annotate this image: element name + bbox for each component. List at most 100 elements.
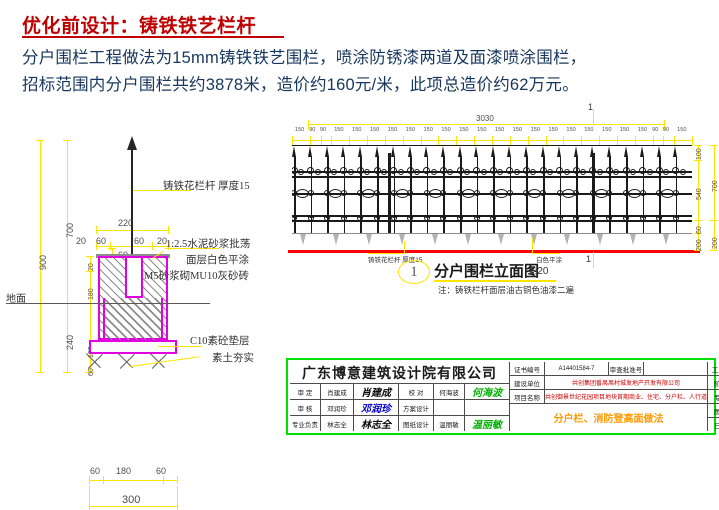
right-key: 图 号 <box>708 404 719 417</box>
dim-bottom-60b: 60 <box>156 466 167 476</box>
sign-name: 肖建成 <box>321 384 354 399</box>
fence-spike <box>507 146 512 157</box>
signature-table: 审 定 肖建成 肖建成 校 对 何海波 何海波 审 核 邓润珍 邓润珍 方案设计 <box>290 384 509 431</box>
title-block-right: 工程号 GDBY-4030A 阶 段 施 工 专 业 建 筑 图 号 J13 日… <box>708 362 719 431</box>
fence-top-rail <box>292 145 692 146</box>
dim-tick <box>402 136 404 145</box>
fence-ring-small <box>655 167 663 174</box>
dim-tick <box>710 145 718 146</box>
dim-tick <box>349 136 351 145</box>
leader-left-h <box>368 253 406 254</box>
dim-chain-segment: 150 <box>584 127 594 133</box>
dim-line-mid-elev <box>714 145 715 250</box>
fence-spike <box>606 146 611 157</box>
sign-name: 邓润珍 <box>321 400 354 415</box>
dim-tick <box>384 136 386 145</box>
sign-signature: 林志全 <box>354 416 399 431</box>
table-row: 证书编号 A14401584-7 审查批准号 <box>510 362 708 376</box>
leader-right-v <box>532 238 533 253</box>
table-row: 审 定 肖建成 肖建成 校 对 何海波 何海波 <box>290 384 509 400</box>
dim-tick <box>86 271 94 272</box>
dim-elev-700: 700 <box>712 180 719 192</box>
fence-ring-small <box>572 167 580 174</box>
pier-slot <box>125 258 143 298</box>
fence-ring-small <box>473 167 481 174</box>
fence-ring-small <box>672 167 680 174</box>
elevation-caption-note: 注：铸铁栏杆面层油古铜色油漆二遍 <box>438 285 575 295</box>
dim-tick <box>110 242 111 250</box>
detail-number-badge: 1 <box>398 260 430 284</box>
sign-name: 林志全 <box>321 416 354 431</box>
label-elev-railing: 铸铁花栏杆 厚度15 <box>368 257 423 264</box>
dim-tick <box>694 220 702 221</box>
dim-tick <box>320 136 322 145</box>
dim-tick <box>177 476 178 484</box>
dim-chain-segment: 150 <box>459 127 469 133</box>
fence-base-bracket <box>399 234 405 245</box>
leader-railing <box>133 190 191 191</box>
fence-spike <box>573 146 578 157</box>
dim-tick <box>96 226 97 234</box>
table-row: 建设单位 共创集团番禺禺村城发地产开发有限公司 <box>510 376 708 390</box>
dim-tick <box>664 120 665 130</box>
fence-spike <box>324 146 329 157</box>
leader-concrete <box>158 346 202 347</box>
dim-tick <box>456 136 458 145</box>
title-block-left: 广东博意建筑设计院有限公司 审 定 肖建成 肖建成 校 对 何海波 何海波 审 … <box>290 362 510 431</box>
dim-chain-segment: 150 <box>294 127 305 133</box>
dim-line-300 <box>89 506 177 507</box>
dim-chain-segment: 90 <box>319 127 327 133</box>
fence-base-bracket <box>663 234 669 245</box>
dim-chain-segment: 150 <box>352 127 362 133</box>
cad-drawing-area: 900 700 240 20 180 180 60 100 <box>0 102 719 510</box>
info-value: A14401584-7 <box>545 362 610 375</box>
fence-ring-small <box>605 167 613 174</box>
dim-tick <box>89 486 90 510</box>
header-paragraph-line1: 分户围栏工程做法为15mm铸铁铁艺围栏，喷涂防锈漆两道及面漆喷涂围栏， <box>22 49 587 67</box>
dim-chain-segment: 150 <box>637 127 648 133</box>
dim-chain-segment: 150 <box>387 127 398 133</box>
fence-spike <box>474 146 479 157</box>
dim-tick <box>492 136 493 145</box>
dim-line-900 <box>40 140 41 372</box>
dim-tick <box>367 136 368 145</box>
fence-ring-small <box>423 167 431 174</box>
fence-base-bracket <box>432 234 438 245</box>
fence-rail-upper2 <box>292 176 692 178</box>
dim-tick <box>86 372 94 373</box>
dim-tick <box>63 372 71 373</box>
fence-base-bracket <box>630 234 636 245</box>
right-key: 阶 段 <box>708 376 719 389</box>
dim-180: 180 <box>88 288 95 300</box>
right-key: 日 期 <box>708 418 719 431</box>
company-name: 广东博意建筑设计院有限公司 <box>290 362 509 384</box>
drawing-title: 分户栏、消防登高面做法 <box>553 414 664 425</box>
dim-tick <box>545 136 547 145</box>
label-elev-finish: 白色平涂 <box>536 257 562 264</box>
section-mark-line-top <box>593 110 594 126</box>
dim-900: 900 <box>38 254 48 270</box>
sign-key: 专业负责 <box>290 416 321 431</box>
dim-line-chain <box>90 256 91 372</box>
dim-chain-segment: 90 <box>662 127 670 133</box>
dim-300: 300 <box>122 494 141 506</box>
dim-left-60: 60 <box>96 236 107 246</box>
dim-chain-segment: 90 <box>309 127 316 133</box>
dim-chain-segment: 150 <box>494 127 505 133</box>
fence-spike <box>292 146 296 157</box>
label-finish: 面层白色平涂 <box>186 255 249 266</box>
fence-rail-mid <box>292 193 692 195</box>
dim-tick <box>694 160 702 161</box>
fence-spike <box>590 146 595 157</box>
dim-line-inner-elev <box>698 145 699 250</box>
title-block-middle: 证书编号 A14401584-7 审查批准号 建设单位 共创集团番禺禺村城发地产… <box>510 362 709 431</box>
dim-220: 220 <box>118 218 134 228</box>
table-row: 专 业 建 筑 <box>708 390 719 404</box>
fence-main-post <box>388 153 391 233</box>
dim-tick <box>36 140 44 141</box>
sign-key: 图纸设计 <box>399 416 434 431</box>
fence-spike <box>440 146 445 157</box>
fence-spike <box>341 146 346 157</box>
fence-ring-small <box>539 167 547 174</box>
